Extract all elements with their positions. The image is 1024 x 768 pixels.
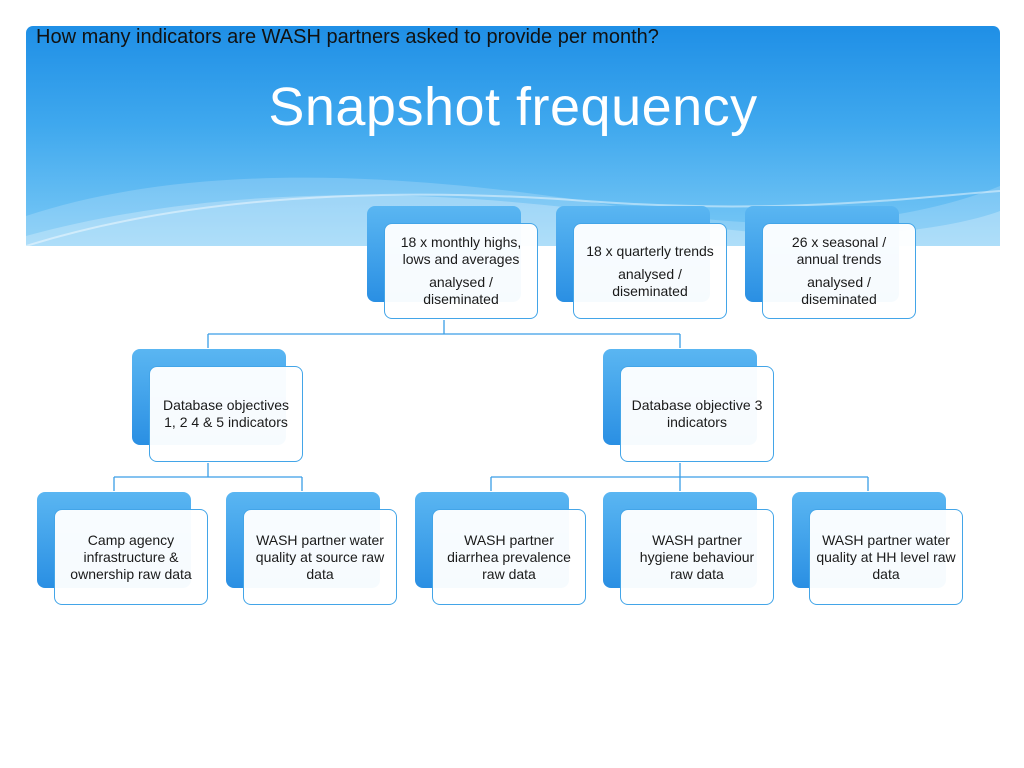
node-card: Database objectives 1, 2 4 & 5 indicator… (149, 366, 303, 462)
node-card: 18 x monthly highs, lows and averages an… (384, 223, 538, 319)
node-label: Database objectives 1, 2 4 & 5 indicator… (162, 397, 290, 430)
node-label: WASH partner water quality at HH level r… (816, 531, 956, 582)
node-objective-3: Database objective 3 indicators (603, 349, 774, 462)
node-card: WASH partner water quality at HH level r… (809, 509, 963, 605)
node-water-quality-source: WASH partner water quality at source raw… (226, 492, 397, 605)
node-label: WASH partner water quality at source raw… (255, 531, 385, 582)
node-card: Database objective 3 indicators (620, 366, 774, 462)
question-text: How many indicators are WASH partners as… (36, 26, 659, 48)
node-card: WASH partner hygiene behaviour raw data (620, 509, 774, 605)
node-seasonal: 26 x seasonal / annual trends analysed /… (745, 206, 916, 319)
node-label: 18 x quarterly trends (586, 242, 714, 259)
node-card: WASH partner diarrhea prevalence raw dat… (432, 509, 586, 605)
node-label: 26 x seasonal / annual trends (791, 234, 887, 267)
node-label: 18 x monthly highs, lows and averages (400, 234, 522, 267)
node-hygiene-behaviour: WASH partner hygiene behaviour raw data (603, 492, 774, 605)
node-sublabel: analysed / diseminated (612, 265, 688, 299)
node-label: WASH partner hygiene behaviour raw data (639, 531, 755, 582)
node-card: 26 x seasonal / annual trends analysed /… (762, 223, 916, 319)
node-card: WASH partner water quality at source raw… (243, 509, 397, 605)
node-sublabel: analysed / diseminated (801, 274, 877, 307)
node-objectives-1-2-4-5: Database objectives 1, 2 4 & 5 indicator… (132, 349, 303, 462)
node-label: Database objective 3 indicators (631, 397, 763, 430)
node-quarterly: 18 x quarterly trends analysed / disemin… (556, 206, 727, 319)
node-card: 18 x quarterly trends analysed / disemin… (573, 223, 727, 319)
node-card: Camp agency infrastructure & ownership r… (54, 509, 208, 605)
node-sublabel: analysed / diseminated (423, 274, 499, 307)
node-monthly: 18 x monthly highs, lows and averages an… (367, 206, 538, 319)
node-water-quality-hh: WASH partner water quality at HH level r… (792, 492, 963, 605)
slide-title: Snapshot frequency (268, 77, 758, 137)
node-camp-agency: Camp agency infrastructure & ownership r… (37, 492, 208, 605)
node-label: Camp agency infrastructure & ownership r… (70, 531, 192, 582)
node-label: WASH partner diarrhea prevalence raw dat… (447, 531, 571, 582)
node-diarrhea-prevalence: WASH partner diarrhea prevalence raw dat… (415, 492, 586, 605)
